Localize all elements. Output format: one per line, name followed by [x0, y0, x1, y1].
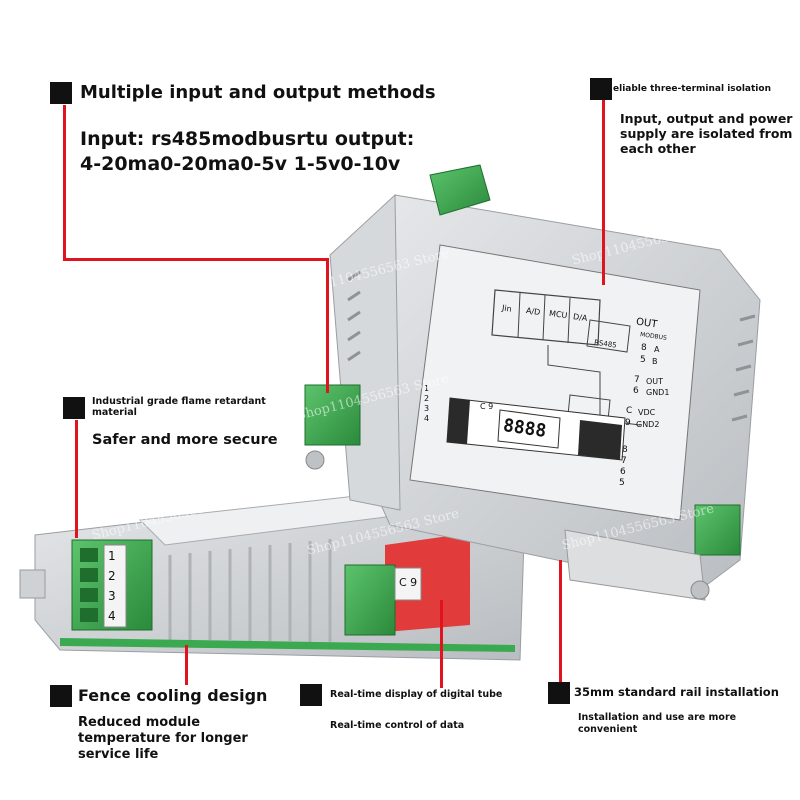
callout-line-rail — [559, 560, 562, 685]
feature-marker — [590, 78, 612, 100]
feature-io-line2: 4-20ma0-20ma0-5v 1-5v0-10v — [80, 153, 401, 175]
feature-marker — [63, 397, 85, 419]
terminal-gnd1: GND1 — [646, 388, 670, 397]
rail-connector-num-5: 5 — [619, 478, 625, 488]
terminal-num-left-4: 4 — [424, 414, 430, 423]
front-connector — [344, 564, 396, 636]
terminal-num-left-1: 1 — [424, 384, 430, 393]
feature-isolation-title: eliable three-terminal isolation — [613, 84, 771, 94]
left-connector — [304, 384, 361, 446]
digital-tube-window — [385, 533, 470, 632]
feature-flame-title-line1: Industrial grade flame retardant — [92, 396, 266, 407]
terminal-num-left-2: 2 — [424, 394, 430, 403]
feature-cooling-line2: temperature for longer — [78, 731, 248, 746]
callout-line-display — [440, 600, 443, 688]
wiring-label-panel — [409, 244, 701, 521]
left-terminal-label: C 9 — [480, 402, 494, 411]
top-connector — [429, 164, 491, 216]
rail-connector-num-6: 6 — [620, 467, 626, 477]
feature-isolation-line1: Input, output and power — [620, 111, 793, 126]
feature-io-title: Multiple input and output methods — [80, 82, 436, 103]
feature-marker — [50, 82, 72, 104]
front-terminal-3: 3 — [108, 589, 116, 603]
terminal-num-left-3: 3 — [424, 404, 430, 413]
feature-marker — [300, 684, 322, 706]
rail-connector — [694, 504, 741, 556]
terminal-num-c: C — [626, 406, 633, 416]
feature-display-subtitle: Real-time control of data — [330, 720, 465, 731]
terminal-num-6: 6 — [633, 386, 639, 396]
feature-cooling-title: Fence cooling design — [78, 686, 268, 705]
rail-connector-num-7: 7 — [621, 456, 627, 466]
terminal-num-8: 8 — [641, 343, 647, 353]
terminal-num-5: 5 — [640, 355, 646, 365]
rail-connector-num-8: 8 — [622, 445, 628, 455]
feature-io-line1: Input: rs485modbusrtu output: — [80, 128, 415, 150]
block-ad: A/D — [525, 306, 541, 317]
front-connector-label: C 9 — [399, 576, 418, 589]
callout-line-io-vertical — [63, 105, 66, 260]
block-jin: Jin — [501, 303, 513, 314]
feature-flame-subtitle: Safer and more secure — [92, 432, 278, 448]
feature-marker — [50, 685, 72, 707]
feature-display-title: Real-time display of digital tube — [330, 689, 503, 700]
feature-flame-title-line2: material — [92, 407, 137, 418]
callout-line-io-down — [326, 258, 329, 393]
feature-cooling-line1: Reduced module — [78, 715, 201, 730]
feature-isolation-line2: supply are isolated from — [620, 126, 793, 141]
feature-rail-line2: convenient — [578, 724, 638, 735]
front-terminal-4: 4 — [108, 609, 116, 623]
upper-module — [304, 164, 761, 601]
feature-marker — [548, 682, 570, 704]
din-rail-clip — [564, 529, 706, 601]
front-terminal-1: 1 — [108, 549, 116, 563]
callout-line-io-horizontal — [63, 258, 328, 261]
terminal-num-7: 7 — [634, 375, 640, 385]
terminal-out: OUT — [646, 377, 664, 386]
feature-rail-title: 35mm standard rail installation — [574, 685, 779, 699]
terminal-num-9: 9 — [625, 418, 631, 428]
terminal-vdc: VDC — [638, 408, 656, 417]
feature-isolation-line3: each other — [620, 141, 696, 156]
block-da: D/A — [572, 312, 588, 323]
feature-cooling-line3: service life — [78, 747, 159, 762]
terminal-b: B — [652, 357, 658, 366]
front-terminal-2: 2 — [108, 569, 116, 583]
callout-line-isolation — [602, 100, 605, 285]
callout-line-flame — [75, 420, 78, 538]
terminal-a: A — [654, 345, 660, 354]
terminal-gnd2: GND2 — [636, 420, 660, 429]
callout-line-cooling — [185, 645, 188, 685]
feature-rail-line1: Installation and use are more — [578, 712, 737, 723]
